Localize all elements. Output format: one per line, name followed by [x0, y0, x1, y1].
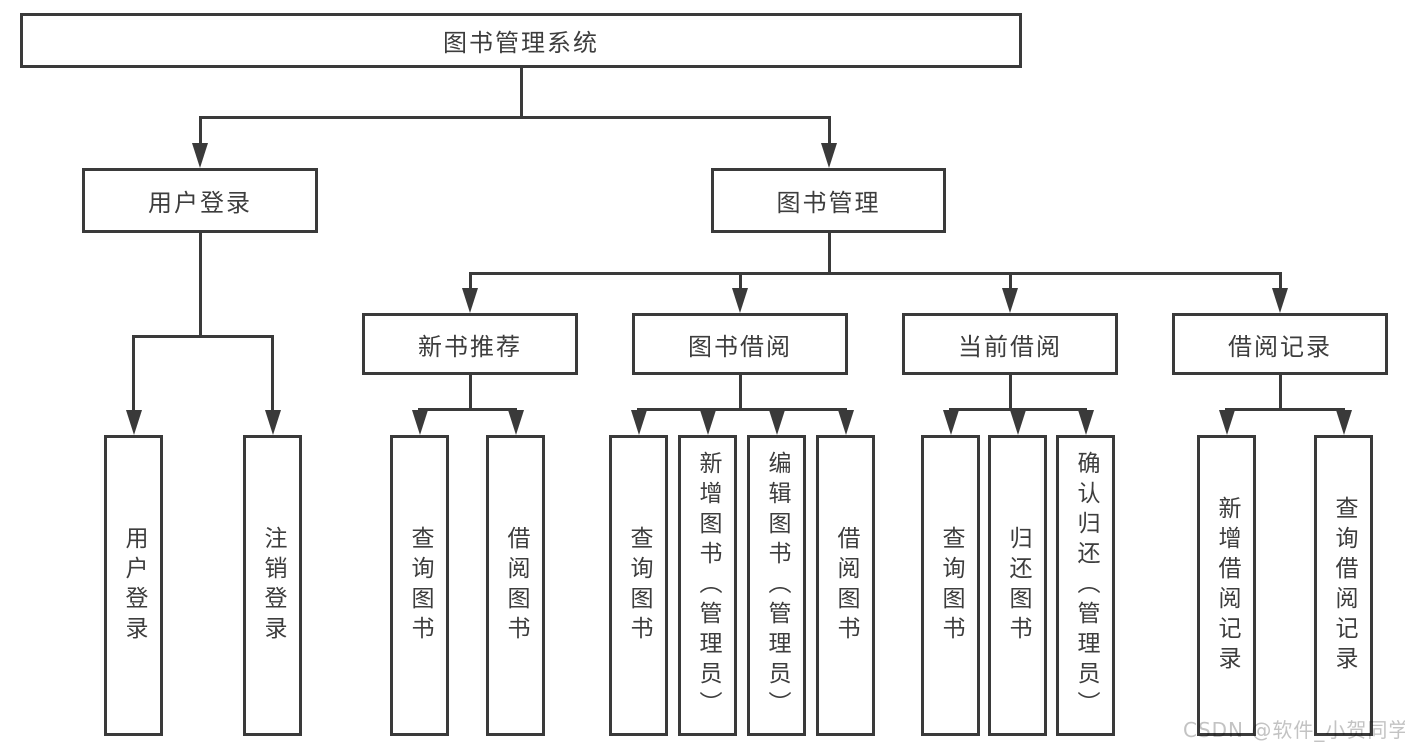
node-new-book-recommendation: 新书推荐 — [362, 313, 578, 375]
node-label: 新增借阅记录 — [1214, 495, 1240, 676]
arrow-down-icon — [1077, 410, 1094, 435]
connector-line — [468, 272, 1282, 275]
node-label: 新增图书（管理员） — [695, 450, 721, 721]
connector-line — [1278, 272, 1282, 289]
node-user-login: 用户登录 — [82, 168, 318, 233]
node-label: 图书管理 — [776, 189, 881, 217]
connector-line — [1278, 375, 1282, 409]
connector-line — [198, 233, 202, 337]
arrow-down-icon — [942, 410, 959, 435]
connector-line — [418, 407, 517, 411]
node-label: 用户登录 — [148, 189, 252, 217]
node-label: 确认归还（管理员） — [1073, 450, 1099, 721]
arrow-down-icon — [264, 410, 281, 435]
node-label: 当前借阅 — [958, 332, 1062, 361]
node-label: 编辑图书（管理员） — [764, 450, 790, 721]
arrow-down-icon — [1002, 288, 1018, 313]
connector-line — [827, 116, 831, 145]
connector-line — [198, 116, 202, 145]
connector-line — [827, 233, 831, 275]
arrow-down-icon — [411, 410, 428, 435]
node-current-borrowing: 当前借阅 — [902, 313, 1118, 375]
leaf-logout: 注销登录 — [243, 435, 302, 736]
node-label: 查询图书 — [938, 525, 964, 646]
node-book-management: 图书管理 — [711, 168, 946, 233]
node-label: 归还图书 — [1005, 525, 1031, 646]
connector-line — [271, 334, 274, 412]
connector-line — [1225, 407, 1345, 411]
arrow-down-icon — [1218, 410, 1235, 435]
node-label: 用户登录 — [121, 525, 147, 646]
leaf-user-login: 用户登录 — [104, 435, 163, 736]
arrow-down-icon — [732, 288, 748, 313]
connector-line — [132, 334, 135, 412]
connector-line — [1008, 272, 1012, 289]
arrow-down-icon — [630, 410, 647, 435]
node-label: 借阅图书 — [833, 525, 859, 646]
connector-line — [519, 68, 523, 118]
node-borrowing-records: 借阅记录 — [1172, 313, 1388, 375]
connector-line — [132, 334, 274, 338]
node-label: 查询借阅记录 — [1331, 495, 1357, 676]
arrow-down-icon — [837, 410, 854, 435]
node-label: 图书管理系统 — [443, 29, 599, 57]
node-label: 查询图书 — [407, 525, 433, 646]
connector-line — [637, 407, 847, 411]
arrow-down-icon — [1009, 410, 1026, 435]
arrow-down-icon — [699, 410, 716, 435]
leaf-borrow-books-recommendation: 借阅图书 — [486, 435, 545, 736]
leaf-return-books: 归还图书 — [988, 435, 1047, 736]
leaf-query-books-borrowing: 查询图书 — [609, 435, 668, 736]
connector-line — [738, 375, 742, 409]
connector-line — [468, 375, 472, 409]
leaf-add-borrow-record: 新增借阅记录 — [1197, 435, 1256, 736]
arrow-down-icon — [125, 410, 142, 435]
node-label: 借阅图书 — [503, 525, 529, 646]
arrow-down-icon — [1335, 410, 1352, 435]
leaf-add-books-admin: 新增图书（管理员） — [678, 435, 737, 736]
connector-line — [468, 272, 472, 289]
leaf-query-borrow-record: 查询借阅记录 — [1314, 435, 1373, 736]
node-book-borrowing: 图书借阅 — [632, 313, 848, 375]
leaf-query-books-recommendation: 查询图书 — [390, 435, 449, 736]
node-label: 新书推荐 — [418, 332, 522, 361]
node-label: 查询图书 — [626, 525, 652, 646]
node-label: 借阅记录 — [1228, 332, 1332, 361]
arrow-down-icon — [192, 143, 208, 168]
leaf-query-books-current: 查询图书 — [921, 435, 980, 736]
arrow-down-icon — [821, 143, 837, 168]
csdn-watermark: CSDN @软件_小贺同学 — [1183, 718, 1405, 742]
node-label: 图书借阅 — [688, 332, 792, 361]
connector-line — [738, 272, 742, 289]
arrow-down-icon — [768, 410, 785, 435]
arrow-down-icon — [462, 288, 478, 313]
arrow-down-icon — [507, 410, 524, 435]
node-label: 注销登录 — [260, 525, 286, 646]
leaf-confirm-return-admin: 确认归还（管理员） — [1056, 435, 1115, 736]
connector-line — [198, 116, 831, 119]
leaf-borrow-books: 借阅图书 — [816, 435, 875, 736]
connector-line — [949, 407, 1087, 411]
leaf-edit-books-admin: 编辑图书（管理员） — [747, 435, 806, 736]
arrow-down-icon — [1272, 288, 1288, 313]
node-library-management-system: 图书管理系统 — [20, 13, 1022, 68]
connector-line — [1008, 375, 1012, 409]
